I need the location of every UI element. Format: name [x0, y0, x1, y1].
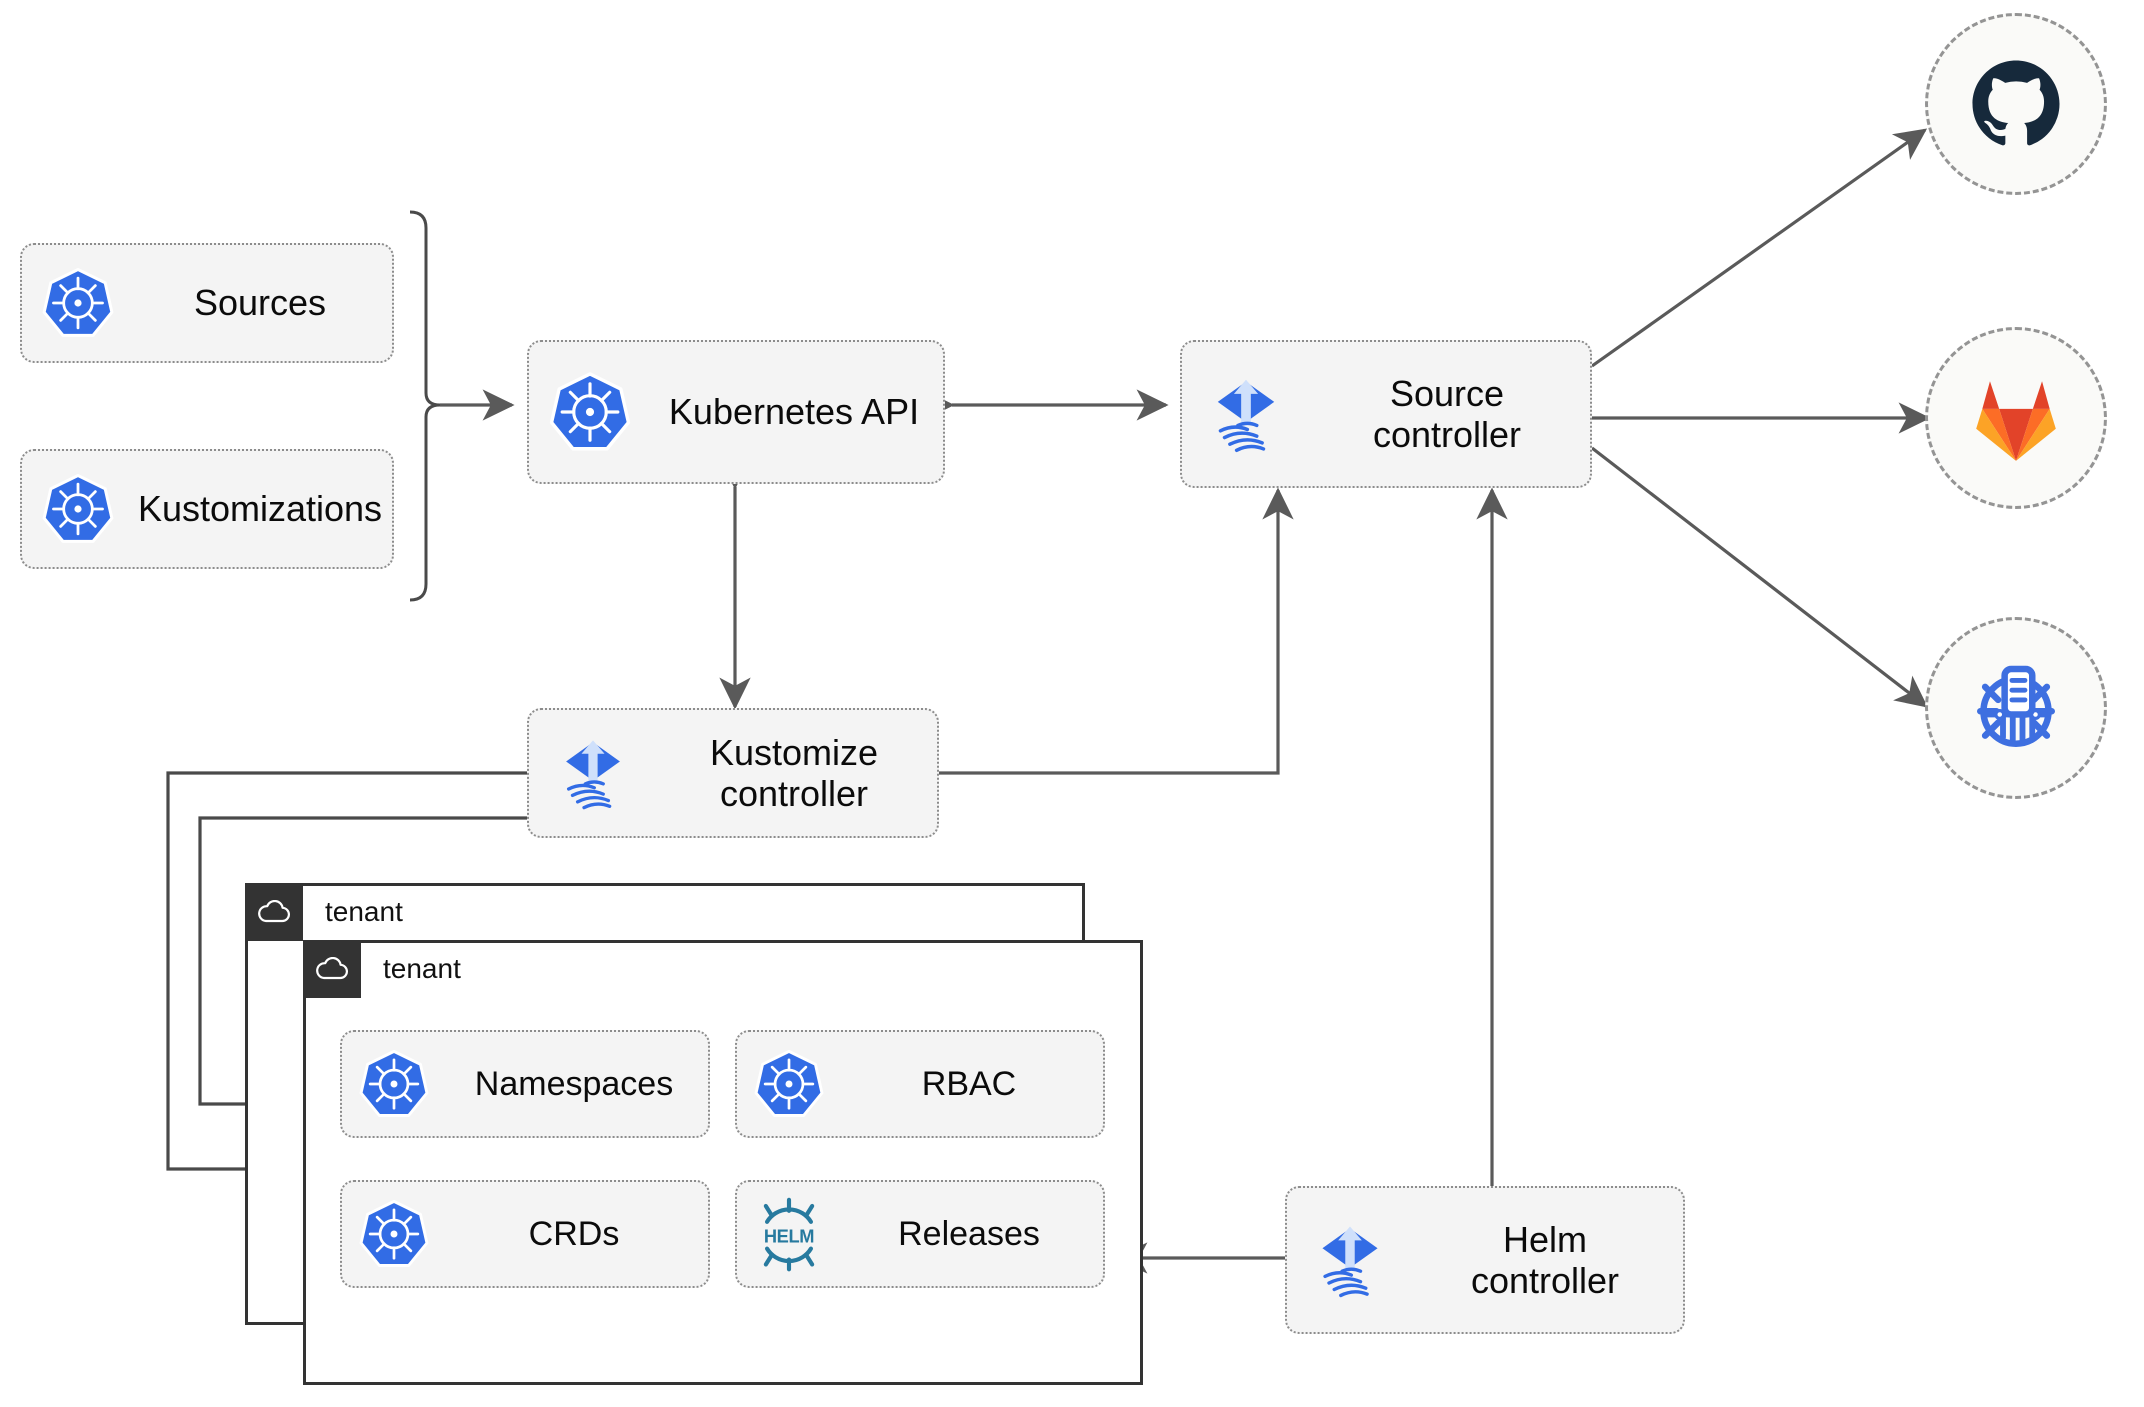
endpoint-github[interactable] [1925, 13, 2107, 195]
node-helm-controller[interactable]: Helm controller [1285, 1186, 1685, 1334]
edge-source-to-helm-repository [1591, 446, 1929, 708]
kubernetes-icon [342, 1048, 446, 1120]
node-label: Kustomize controller [709, 731, 879, 814]
flux-icon [1287, 1218, 1413, 1302]
kubernetes-icon [22, 266, 134, 340]
node-label: CRDs [528, 1214, 620, 1253]
github-icon [1972, 60, 2060, 146]
node-sources[interactable]: Sources [20, 243, 394, 363]
cloud-icon [245, 883, 303, 941]
endpoint-helm-repository[interactable] [1925, 617, 2107, 799]
tenant-box-front[interactable]: tenant [303, 940, 1143, 1385]
node-namespaces[interactable]: Namespaces [340, 1030, 710, 1138]
edge-source-to-github [1591, 128, 1928, 368]
endpoint-gitlab[interactable] [1925, 327, 2107, 509]
node-kustomizations[interactable]: Kustomizations [20, 449, 394, 569]
helm-repository-icon [1977, 665, 2055, 747]
node-label: Kustomizations [137, 488, 383, 530]
kubernetes-icon [529, 370, 651, 454]
flux-icon [1182, 371, 1310, 457]
kubernetes-icon [342, 1198, 446, 1270]
edge-kustomize-to-source [938, 487, 1294, 775]
kubernetes-icon [737, 1048, 841, 1120]
gitlab-icon [1976, 381, 2056, 461]
node-label: RBAC [921, 1064, 1017, 1103]
node-label: Namespaces [474, 1064, 674, 1103]
node-label: Kubernetes API [668, 391, 920, 433]
node-kustomize-controller[interactable]: Kustomize controller [527, 708, 939, 838]
cloud-icon [303, 940, 361, 998]
node-label: Source controller [1372, 372, 1522, 455]
tenant-label: tenant [325, 896, 403, 927]
node-label: Releases [898, 1214, 1040, 1253]
node-crds[interactable]: CRDs [340, 1180, 710, 1288]
tenant-label: tenant [383, 953, 461, 984]
node-kubernetes-api[interactable]: Kubernetes API [527, 340, 945, 484]
tenant-header-back: tenant [245, 883, 403, 941]
svg-text:HELM: HELM [764, 1226, 814, 1247]
node-source-controller[interactable]: Source controller [1180, 340, 1592, 488]
flux-icon [529, 732, 657, 814]
node-rbac[interactable]: RBAC [735, 1030, 1105, 1138]
kubernetes-icon [22, 472, 134, 546]
crd-group-bracket [409, 210, 441, 602]
node-releases[interactable]: HELM Releases [735, 1180, 1105, 1288]
node-label: Sources [193, 282, 327, 324]
tenant-header-front: tenant [303, 940, 461, 998]
helm-icon: HELM [737, 1195, 841, 1273]
node-label: Helm controller [1470, 1218, 1620, 1301]
